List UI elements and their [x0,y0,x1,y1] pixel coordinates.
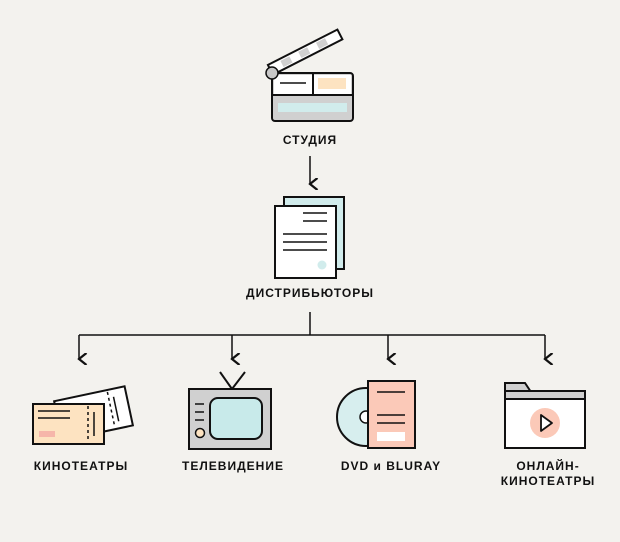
node-label-studio: СТУДИЯ [282,133,338,147]
film-clapperboard-icon [265,28,354,122]
node-label-television: ТЕЛЕВИДЕНИЕ [182,459,284,473]
node-label-online-line1: ОНЛАЙН- [516,459,580,473]
node-label-online: ОНЛАЙН- КИНОТЕАТРЫ [483,459,613,489]
node-label-online-line2: КИНОТЕАТРЫ [500,474,596,488]
distribution-connector [79,312,545,359]
node-label-cinemas: КИНОТЕАТРЫ [33,459,129,473]
dvd-disc-case-icon [336,380,416,449]
browser-play-icon [504,382,586,449]
movie-tickets-icon [32,385,135,445]
documents-icon [274,196,345,279]
node-label-dvd: DVD и BLURAY [340,459,442,473]
tv-set-icon [188,371,272,450]
node-label-distributors: ДИСТРИБЬЮТОРЫ [246,286,374,300]
